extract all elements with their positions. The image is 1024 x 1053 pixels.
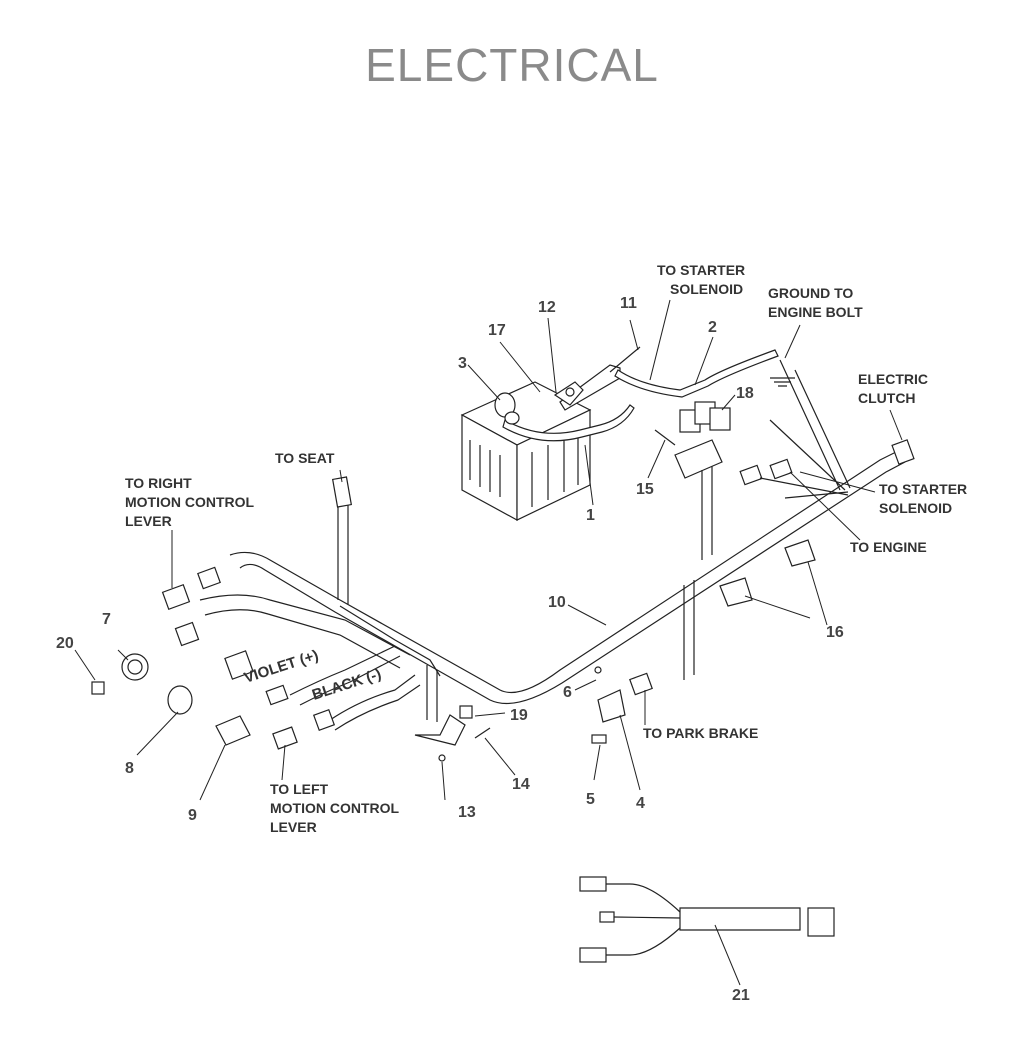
label-ground-to-engine-bolt-2: ENGINE BOLT <box>768 304 863 320</box>
callout-16: 16 <box>826 624 844 641</box>
label-to-left-mc-lever-1: TO LEFT <box>270 781 329 797</box>
callout-17: 17 <box>488 322 506 339</box>
callout-2: 2 <box>708 319 717 336</box>
main-harness <box>199 449 906 731</box>
leader-lines <box>74 299 903 986</box>
callout-12: 12 <box>538 299 556 316</box>
relay-bracket <box>674 401 731 479</box>
label-to-park-brake: TO PARK BRAKE <box>643 725 758 741</box>
label-to-starter-solenoid-top-2: SOLENOID <box>670 281 743 297</box>
callout-15: 15 <box>636 481 654 498</box>
callout-5: 5 <box>586 791 595 808</box>
label-to-right-mc-lever-1: TO RIGHT <box>125 475 192 491</box>
switch-4 <box>591 666 626 744</box>
callout-20: 20 <box>56 635 74 652</box>
battery-terminal-3 <box>494 392 520 425</box>
callout-3: 3 <box>458 355 467 372</box>
callout-19: 19 <box>510 707 528 724</box>
label-electric-clutch-1: ELECTRIC <box>858 371 928 387</box>
label-to-starter-solenoid-top-1: TO STARTER <box>657 262 745 278</box>
label-to-left-mc-lever-2: MOTION CONTROL <box>270 800 400 816</box>
callout-11: 11 <box>620 295 637 312</box>
label-violet: VIOLET (+) <box>242 647 321 687</box>
label-to-starter-solenoid-right-1: TO STARTER <box>879 481 967 497</box>
callout-8: 8 <box>125 760 134 777</box>
bolts <box>609 346 676 446</box>
callout-7: 7 <box>102 611 111 628</box>
callout-9: 9 <box>188 807 197 824</box>
ignition-switch <box>121 653 149 681</box>
label-to-right-mc-lever-2: MOTION CONTROL <box>125 494 255 510</box>
label-to-right-mc-lever-3: LEVER <box>125 513 172 529</box>
harness-21 <box>579 876 835 963</box>
branch-wires <box>759 359 851 499</box>
callout-1: 1 <box>586 507 595 524</box>
callout-10: 10 <box>548 594 566 611</box>
label-electric-clutch-2: CLUTCH <box>858 390 916 406</box>
callout-4: 4 <box>636 795 645 812</box>
key <box>91 681 105 695</box>
callout-14: 14 <box>512 776 530 793</box>
connectors <box>161 439 915 750</box>
callout-6: 6 <box>563 684 572 701</box>
bracket-12 <box>553 381 584 406</box>
hour-meter <box>215 715 251 746</box>
label-to-engine: TO ENGINE <box>850 539 927 555</box>
callout-21: 21 <box>732 987 750 1004</box>
label-to-left-mc-lever-3: LEVER <box>270 819 317 835</box>
label-ground-to-engine-bolt-1: GROUND TO <box>768 285 853 301</box>
page-title: ELECTRICAL <box>365 39 659 91</box>
callout-13: 13 <box>458 804 476 821</box>
label-to-starter-solenoid-right-2: SOLENOID <box>879 500 952 516</box>
clips-16 <box>719 539 816 607</box>
bracket-13 <box>414 705 491 762</box>
callout-18: 18 <box>736 385 754 402</box>
label-to-seat: TO SEAT <box>275 450 335 466</box>
light-8 <box>167 685 193 715</box>
